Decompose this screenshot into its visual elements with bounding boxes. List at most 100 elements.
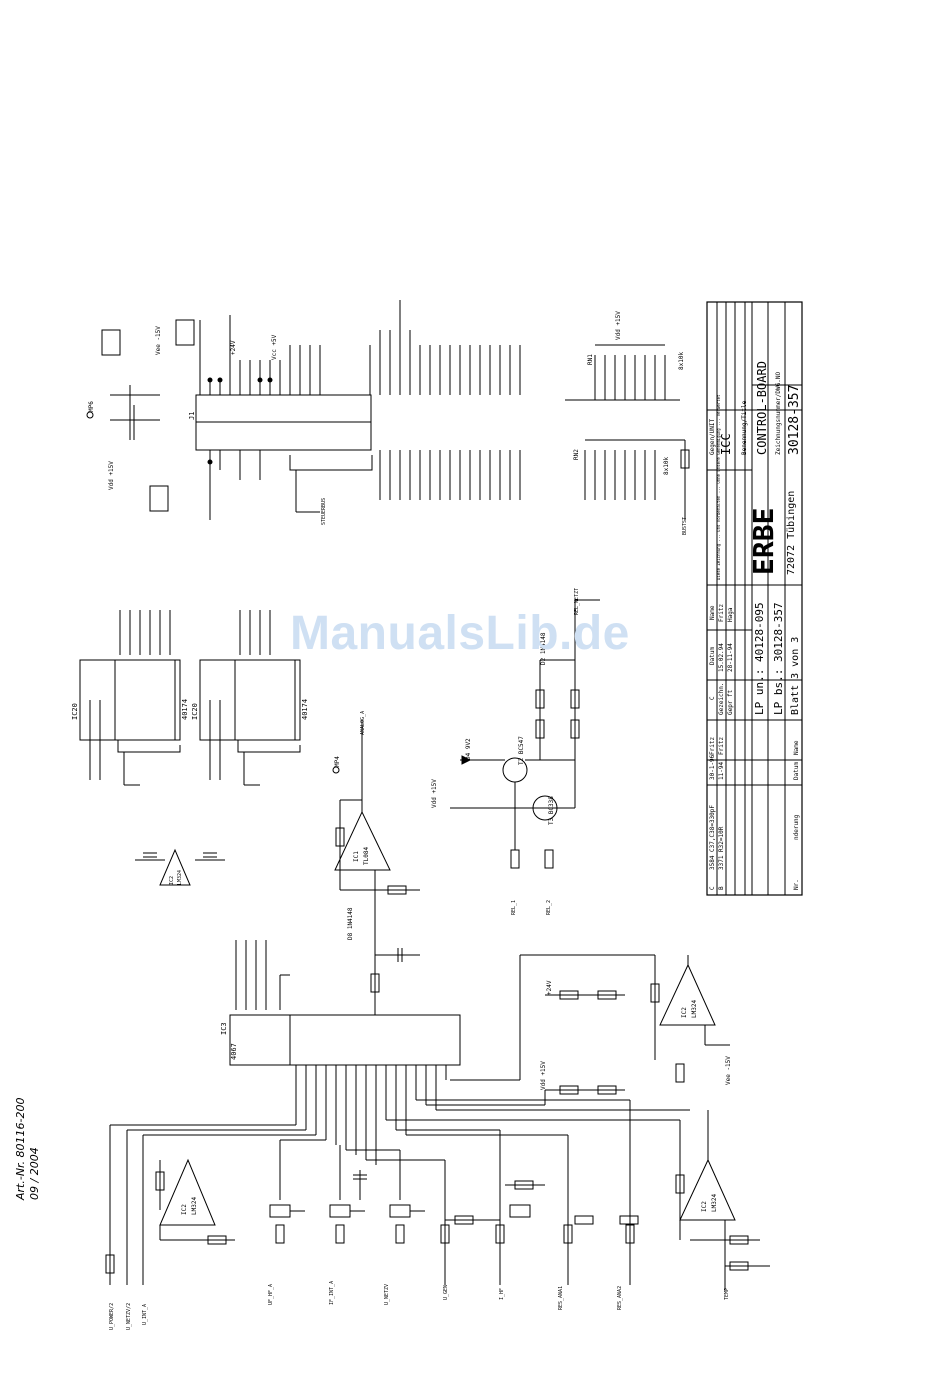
- opamp-ic2-right: [675, 1110, 770, 1290]
- analog-traces: [109, 954, 690, 1285]
- tb-city: 72072 Tübingen: [786, 491, 797, 575]
- tb-row1-c: Gezeichn.: [718, 682, 725, 715]
- lbl-u-gen: U_GEN: [443, 1285, 449, 1300]
- opamp-ic2-left: [155, 1158, 235, 1245]
- lbl-vee-top: Vee -15V: [155, 326, 162, 355]
- tb-rev1-chg: 3371 R32=10R: [718, 826, 725, 870]
- lbl-t3: T3 BC338: [548, 796, 555, 825]
- tb-row1-name: Fritz: [718, 604, 725, 622]
- tb-rev2-nr: Nr.: [793, 879, 800, 890]
- tb-rev1-nr: B: [718, 886, 725, 890]
- tb-row0-date: Datum: [709, 647, 716, 665]
- lbl-bus: STEUERBUS: [321, 498, 327, 525]
- lbl-uf-hf-a: UF_HF_A: [268, 1284, 274, 1305]
- tb-brand: ERBE: [747, 508, 780, 575]
- art-date: 09 / 2004: [28, 1147, 41, 1200]
- lbl-bustst: BUSTST: [682, 517, 688, 535]
- lbl-vcc: Vcc +5V: [271, 334, 278, 360]
- opamp-ic2-small: [135, 848, 225, 886]
- watermark: ManualsLib.de: [290, 607, 630, 660]
- lbl-u-int-a: U_INT_A: [142, 1304, 148, 1325]
- tb-row2-name: Haga: [727, 607, 734, 622]
- relay-driver: [450, 599, 600, 869]
- lbl-vdd-top: Vdd +15V: [108, 461, 115, 490]
- title-block: [706, 301, 803, 896]
- resistor-networks: [565, 344, 690, 520]
- tb-title: CONTROL-BOARD: [755, 361, 769, 455]
- article-number: Art.-Nr. 80116-200 09 / 2004: [14, 1097, 41, 1201]
- lbl-analog-a: ANALOG_A: [360, 711, 366, 735]
- tb-zeichnung: Zeichnungsnummer/DWG.NO: [775, 372, 782, 455]
- tb-rev0-nr: C: [709, 886, 716, 890]
- lbl-lm324-right: LM324: [711, 1194, 718, 1212]
- lbl-ic1: IC1: [353, 851, 360, 862]
- tb-notice: Diese Zeichnung ... uns vorbehalten ... …: [716, 394, 721, 580]
- lbl-j1: J1: [188, 412, 196, 420]
- art-nr: Art.-Nr. 80116-200: [14, 1097, 27, 1201]
- lbl-u-netzv2: U_NETZV/2: [126, 1303, 132, 1330]
- lbl-rel1: REL_1: [511, 900, 517, 915]
- lbl-temp: TEMP: [724, 1288, 730, 1300]
- lbl-rel2: REL_2: [546, 900, 552, 915]
- lbl-res-ana1: RES_ANA1: [558, 1286, 564, 1310]
- lbl-40174b: 40174: [301, 699, 309, 720]
- lbl-vdd-rn: Vdd +15V: [615, 311, 622, 340]
- lbl-8x10k: 8x10k: [678, 352, 685, 370]
- tb-gegen: Gegen/UNIT: [709, 418, 716, 455]
- lbl-8x10k-b: 8x10k: [663, 457, 670, 475]
- tb-rev2-date: Datum: [793, 762, 800, 780]
- lbl-res-ana2: RES_ANA2: [617, 1286, 623, 1310]
- tb-row1-date: 15.02.94: [718, 643, 725, 672]
- lbl-mp6: MP6: [88, 401, 95, 412]
- tb-row2-date: 28-11-94: [727, 643, 734, 672]
- lbl-ic20b: IC20: [191, 703, 199, 720]
- decoupling-caps: [86, 319, 195, 512]
- opamp-ic1: [332, 720, 420, 1010]
- lbl-u-netzv: U_NETZV: [384, 1284, 390, 1305]
- latch-ic20-a: [79, 610, 181, 786]
- lbl-24v-b: +24V: [546, 980, 553, 995]
- lbl-lm324-upper: LM324: [691, 1000, 698, 1018]
- lbl-i-hf: I_HF: [499, 1288, 505, 1300]
- lbl-if-int-a: IF_INT_A: [329, 1281, 335, 1305]
- tb-benennung: Benennung/Title: [741, 400, 748, 455]
- lbl-4067: 4067: [230, 1043, 238, 1060]
- lbl-rn2: RN2: [573, 449, 580, 460]
- lbl-lm324-left: LM324: [191, 1197, 198, 1215]
- lbl-ic20a: IC20: [71, 703, 79, 720]
- tb-rev2-chg: nderung: [793, 814, 800, 840]
- lbl-tl084: TL084: [363, 847, 370, 865]
- tb-dwg-no: 30128-357: [787, 385, 802, 455]
- connector-j1: [195, 300, 521, 520]
- lbl-vdd-mux: Vdd +15V: [540, 1061, 547, 1090]
- tb-blatt: Blatt 3 von 3: [790, 637, 801, 715]
- lbl-40174a: 40174: [181, 699, 189, 720]
- lbl-ic2-small: IC2: [169, 876, 175, 885]
- mux-ic3: [229, 940, 461, 1165]
- lbl-mp4: MP4: [334, 756, 341, 767]
- lbl-ic3: IC3: [220, 1022, 228, 1035]
- lbl-vdd-mid: Vdd +15V: [431, 779, 438, 808]
- lbl-vee-right: Vee -15V: [725, 1056, 732, 1085]
- lbl-rel-netz: REL_NETZT: [574, 588, 580, 615]
- lbl-ic2-right: IC2: [701, 1201, 708, 1212]
- lbl-24v: +24V: [230, 340, 237, 355]
- tb-lp-bs: LP bs.: 30128-357: [772, 602, 785, 715]
- tb-rev0-chg: 3584 C37,C38=330pF: [709, 805, 716, 870]
- tb-unit: ICC: [719, 433, 733, 455]
- lbl-t2: T2 BC547: [518, 736, 525, 765]
- lbl-ic2-left: IC2: [181, 1204, 188, 1215]
- latch-ic20-b: [199, 610, 301, 786]
- tb-row0-name: Name: [709, 605, 716, 620]
- tb-rev2-name: Name: [793, 740, 800, 755]
- tb-rev0-name: Fritz: [709, 737, 716, 755]
- tb-lp-un: LP un.: 40128-095: [753, 602, 766, 715]
- lbl-d8: D8 1N4148: [347, 907, 354, 940]
- trim-pots: [105, 1170, 639, 1274]
- lbl-d4: D4 9V2: [465, 738, 472, 760]
- lbl-lm324-small: LM324: [177, 870, 183, 885]
- tb-row0-c: C: [709, 696, 716, 700]
- lbl-ic2-upper: IC2: [681, 1007, 688, 1018]
- tb-rev1-date: 11-94: [718, 762, 725, 780]
